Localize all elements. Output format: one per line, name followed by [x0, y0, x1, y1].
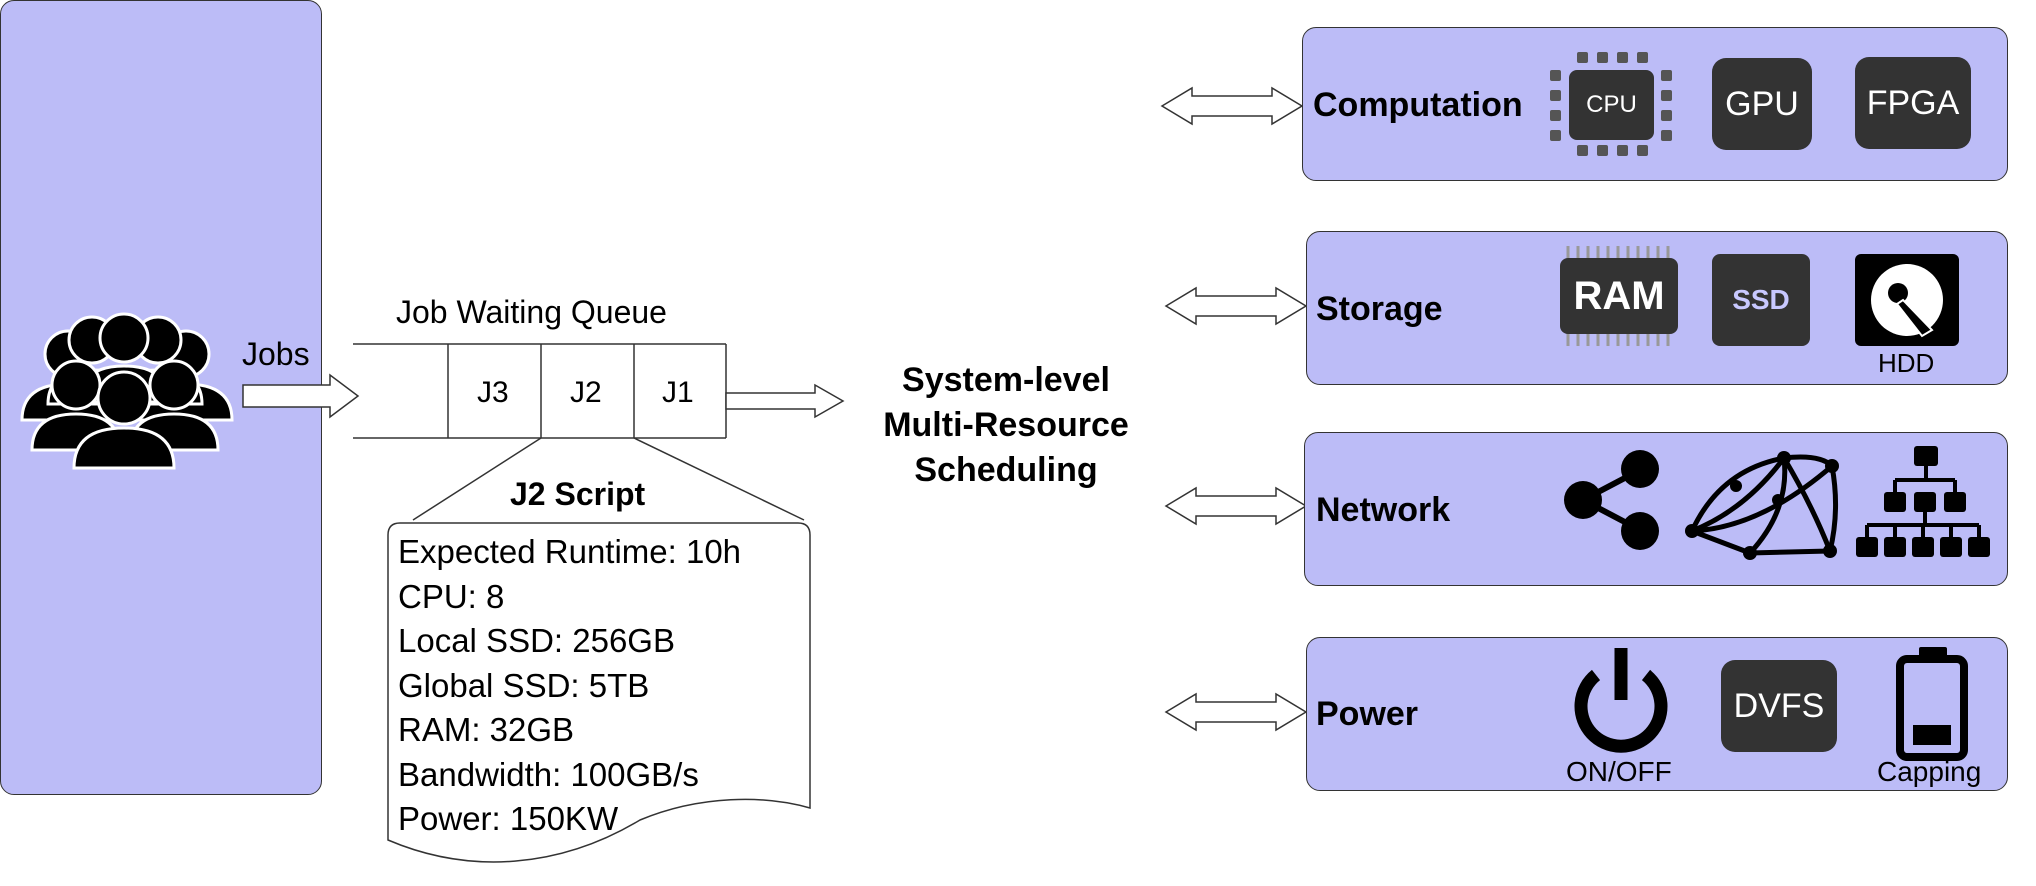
power-label: Power — [1316, 695, 1419, 733]
queue-title: Job Waiting Queue — [396, 294, 667, 330]
callout-line-left — [412, 437, 542, 521]
script-line: Bandwidth: 100GB/s — [398, 755, 699, 793]
script-document — [387, 522, 811, 863]
onoff-label: ON/OFF — [1566, 756, 1672, 787]
capping-label: Capping — [1877, 756, 1982, 787]
gpu-chip-icon: GPU — [1712, 58, 1812, 150]
scheduler-label-line: System-level — [902, 361, 1110, 399]
scheduler-label-line: Multi-Resource — [883, 406, 1129, 444]
script-line: Power: 150KW — [398, 800, 619, 837]
scheduler-label: System-level Multi-Resource Scheduling — [845, 358, 1167, 493]
cpu-chip-icon: CPU — [1569, 70, 1654, 140]
queue-to-scheduler-arrow — [725, 383, 845, 419]
script-line: CPU: 8 — [398, 577, 505, 615]
script-line: Global SSD: 5TB — [398, 666, 650, 704]
queue-slot-j2: J2 — [570, 376, 602, 409]
hdd-label: HDD — [1878, 348, 1935, 378]
jobs-arrow — [242, 373, 360, 419]
jobs-label: Jobs — [242, 336, 310, 372]
job-queue — [353, 343, 727, 439]
script-line: Local SSD: 256GB — [398, 622, 675, 659]
ram-chip-icon: RAM — [1560, 258, 1678, 334]
script-body: Expected Runtime: 10h CPU: 8 Local SSD: … — [398, 530, 741, 842]
dvfs-chip-icon: DVFS — [1721, 660, 1837, 752]
computation-label: Computation — [1313, 86, 1523, 124]
scheduler-label-line: Scheduling — [914, 451, 1098, 489]
ssd-chip-icon: SSD — [1712, 254, 1810, 346]
script-line: RAM: 32GB — [398, 711, 575, 748]
queue-slot-j3: J3 — [477, 376, 509, 409]
script-title: J2 Script — [510, 476, 646, 512]
storage-label: Storage — [1316, 290, 1443, 328]
script-line: Expected Runtime: 10h — [398, 533, 742, 570]
queue-slot-j1: J1 — [662, 376, 694, 409]
network-label: Network — [1316, 491, 1451, 529]
callout-line-right — [633, 437, 805, 521]
fpga-chip-icon: FPGA — [1855, 57, 1971, 149]
